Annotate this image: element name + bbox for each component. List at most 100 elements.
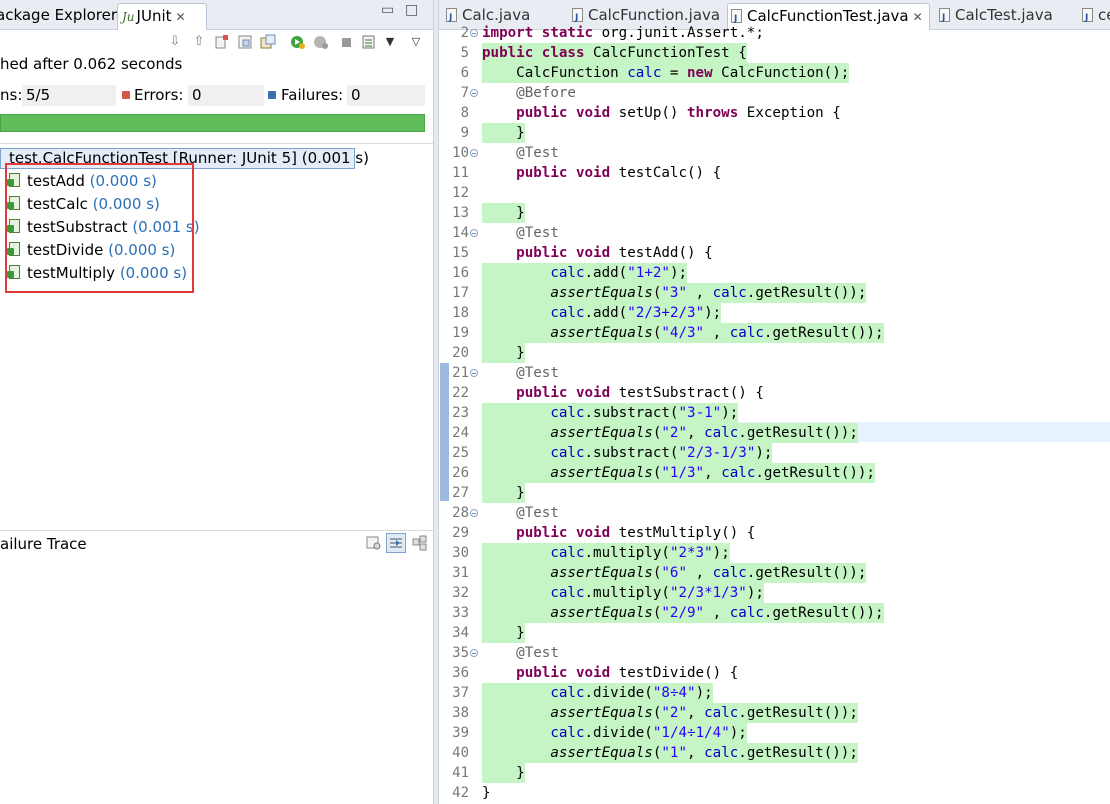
code-line[interactable]: calc.divide("8÷4");: [482, 683, 713, 703]
code-line[interactable]: @Test: [516, 505, 559, 521]
fold-toggle-icon[interactable]: [470, 649, 478, 657]
test-node-testcalc[interactable]: testCalc (0.000 s): [7, 193, 160, 215]
minimize-icon[interactable]: ▭: [381, 2, 395, 18]
code-line[interactable]: calc.substract("2/3-1/3");: [482, 443, 773, 463]
line-number: 11: [452, 165, 469, 181]
code-line[interactable]: }: [482, 203, 525, 223]
test-node-testdivide[interactable]: testDivide (0.000 s): [7, 239, 175, 261]
code-line[interactable]: public class CalcFunctionTest {: [482, 43, 747, 63]
line-number: 21: [452, 365, 469, 381]
code-line[interactable]: public void testSubstract() {: [516, 385, 764, 401]
chevron-down-icon[interactable]: ▼: [385, 35, 395, 48]
fold-toggle-icon[interactable]: [470, 89, 478, 97]
code-line[interactable]: assertEquals("1", calc.getResult());: [482, 743, 858, 763]
copy-trace-icon[interactable]: [410, 533, 430, 553]
line-number: 25: [452, 445, 469, 461]
code-line[interactable]: public void testMultiply() {: [516, 525, 756, 541]
code-line[interactable]: }: [482, 123, 525, 143]
code-line[interactable]: import static org.junit.Assert.*;: [482, 25, 764, 41]
compare-results-icon[interactable]: [386, 533, 406, 553]
code-line[interactable]: calc.multiply("2*3");: [482, 543, 730, 563]
tab-calcfunction-java[interactable]: CalcFunction.java: [569, 3, 729, 31]
tab-overflow[interactable]: ce: [1079, 3, 1110, 31]
fold-toggle-icon[interactable]: [470, 229, 478, 237]
failures-value: 0: [347, 85, 425, 106]
code-line[interactable]: calc.add("2/3+2/3");: [482, 303, 722, 323]
test-time: (0.000 s): [92, 195, 160, 213]
line-number: 18: [452, 305, 469, 321]
test-node-testmultiply[interactable]: testMultiply (0.000 s): [7, 262, 187, 284]
fold-toggle-icon[interactable]: [470, 369, 478, 377]
code-line[interactable]: calc.multiply("2/3*1/3");: [482, 583, 764, 603]
code-line[interactable]: assertEquals("2", calc.getResult());: [482, 423, 858, 443]
view-menu-icon[interactable]: ▽: [411, 35, 421, 48]
code-row: 25 calc.substract("2/3-1/3");: [439, 443, 1110, 463]
tab-calctest-java[interactable]: CalcTest.java: [936, 3, 1068, 31]
code-line[interactable]: public void testDivide() {: [516, 665, 739, 681]
code-line[interactable]: public void testAdd() {: [516, 245, 713, 261]
test-history-icon[interactable]: [361, 34, 377, 50]
divider: [0, 530, 433, 531]
code-line[interactable]: calc.substract("3-1");: [482, 403, 739, 423]
fold-toggle-icon[interactable]: [470, 149, 478, 157]
code-row: 16 calc.add("1+2");: [439, 263, 1110, 283]
code-line[interactable]: calc.divide("1/4÷1/4");: [482, 723, 747, 743]
code-row: 38 assertEquals("2", calc.getResult());: [439, 703, 1110, 723]
code-row: 22 public void testSubstract() {: [439, 383, 1110, 403]
test-passed-icon: [7, 219, 22, 234]
code-line[interactable]: CalcFunction calc = new CalcFunction();: [482, 63, 850, 83]
scroll-lock-icon[interactable]: [237, 34, 253, 50]
show-failures-only-icon[interactable]: [214, 34, 230, 50]
code-line[interactable]: assertEquals("2", calc.getResult());: [482, 703, 858, 723]
tab-package-explorer[interactable]: ackage Explorer: [0, 3, 117, 30]
test-node-testadd[interactable]: testAdd (0.000 s): [7, 170, 157, 192]
java-file-icon: [731, 7, 742, 32]
stop-icon[interactable]: [338, 34, 354, 50]
code-row: 42}: [439, 783, 1110, 803]
code-line[interactable]: @Test: [516, 145, 559, 161]
line-number: 6: [460, 65, 469, 81]
next-failure-icon[interactable]: ⇩: [169, 34, 181, 49]
test-time: (0.000 s): [108, 241, 176, 259]
close-icon[interactable]: ✕: [175, 10, 186, 24]
pane-splitter[interactable]: [433, 0, 439, 804]
code-row: 41 }: [439, 763, 1110, 783]
tab-calc-java[interactable]: Calc.java: [443, 3, 563, 31]
layout-icon[interactable]: [260, 34, 276, 50]
tab-calcfunctiontest-java[interactable]: CalcFunctionTest.java✕: [727, 3, 930, 32]
close-icon[interactable]: ✕: [912, 10, 923, 24]
test-node-testsubstract[interactable]: testSubstract (0.001 s): [7, 216, 200, 238]
filter-stack-icon[interactable]: [364, 533, 384, 553]
code-line[interactable]: assertEquals("4/3" , calc.getResult());: [482, 323, 884, 343]
code-line[interactable]: assertEquals("6" , calc.getResult());: [482, 563, 867, 583]
code-line[interactable]: public void testCalc() {: [516, 165, 722, 181]
code-line[interactable]: public void setUp() throws Exception {: [516, 105, 841, 121]
code-line[interactable]: }: [482, 343, 525, 363]
maximize-icon[interactable]: □: [405, 2, 419, 18]
rerun-failed-first-icon[interactable]: [313, 34, 329, 50]
code-line[interactable]: assertEquals("2/9" , calc.getResult());: [482, 603, 884, 623]
fold-toggle-icon[interactable]: [470, 509, 478, 517]
code-line[interactable]: }: [482, 785, 491, 801]
test-name: testAdd: [27, 172, 85, 190]
line-number: 40: [452, 745, 469, 761]
code-line[interactable]: @Test: [516, 225, 559, 241]
run-status-text: hed after 0.062 seconds: [0, 55, 183, 73]
rerun-test-icon[interactable]: [290, 34, 306, 50]
code-line[interactable]: @Test: [516, 645, 559, 661]
line-number: 28: [452, 505, 469, 521]
code-line[interactable]: assertEquals("1/3", calc.getResult());: [482, 463, 875, 483]
code-line[interactable]: }: [482, 483, 525, 503]
fold-toggle-icon[interactable]: [470, 29, 478, 37]
code-line[interactable]: assertEquals("3" , calc.getResult());: [482, 283, 867, 303]
previous-failure-icon[interactable]: ⇧: [193, 34, 205, 49]
code-line[interactable]: @Test: [516, 365, 559, 381]
code-line[interactable]: calc.add("1+2");: [482, 263, 688, 283]
code-line[interactable]: }: [482, 623, 525, 643]
line-number: 7: [460, 85, 469, 101]
code-line[interactable]: @Before: [516, 85, 576, 101]
code-line[interactable]: }: [482, 763, 525, 783]
